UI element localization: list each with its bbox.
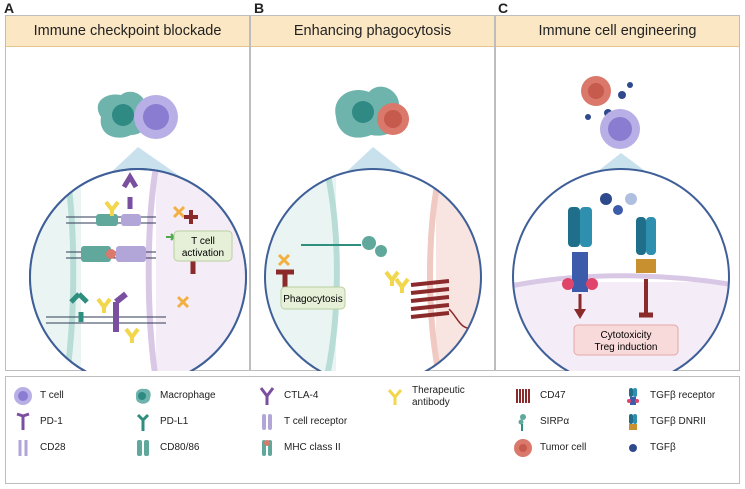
legend-item-cd28: CD28 bbox=[12, 437, 66, 459]
tgfb-icon bbox=[622, 437, 644, 459]
legend-item-ctla4: CTLA-4 bbox=[256, 385, 318, 407]
legend-item-tumor-cell: Tumor cell bbox=[512, 437, 586, 459]
antibody-icon bbox=[384, 386, 406, 408]
tgfb-receptor-icon bbox=[562, 207, 598, 319]
tgfb-dnrii-icon bbox=[636, 217, 656, 318]
panel-title: Immune cell engineering bbox=[496, 16, 739, 47]
legend-item-pd1: PD-1 bbox=[12, 411, 63, 433]
legend-item-sirpa: SIRPα bbox=[512, 411, 569, 433]
legend-item-cd47: CD47 bbox=[512, 385, 566, 407]
tgfb-receptor-icon bbox=[622, 385, 644, 407]
treg-induction-label: Treg induction bbox=[595, 342, 658, 353]
legend-item-tgfb: TGFβ bbox=[622, 437, 676, 459]
panel-checkpoint-blockade: Immune checkpoint blockade bbox=[5, 15, 250, 371]
ctla4-icon bbox=[256, 385, 278, 407]
panel-letter-a: A bbox=[4, 0, 15, 16]
cd28-icon bbox=[12, 437, 34, 459]
checkpoint-diagram: T cell activation bbox=[29, 91, 247, 371]
legend-item-mhc2: MHC class II bbox=[256, 437, 341, 459]
legend-item-tgfb-dnrii: TGFβ DNRII bbox=[622, 411, 706, 433]
legend-item-pdl1: PD-L1 bbox=[132, 411, 188, 433]
panel-title: Immune checkpoint blockade bbox=[6, 16, 249, 47]
legend-item-tcr: T cell receptor bbox=[256, 411, 347, 433]
mhc2-icon bbox=[256, 437, 278, 459]
cd80-86-icon bbox=[132, 437, 154, 459]
cytotoxicity-label: Cytotoxicity bbox=[600, 330, 651, 341]
tumor-cell-icon bbox=[512, 437, 534, 459]
engineering-diagram: Cytotoxicity Treg induction bbox=[512, 76, 730, 371]
pd1-pdl1-row bbox=[46, 291, 166, 332]
cd47-icon bbox=[410, 279, 450, 319]
legend-item-cd80-86: CD80/86 bbox=[132, 437, 199, 459]
tcr-icon bbox=[256, 411, 278, 433]
t-cell-activation-label-2: activation bbox=[182, 248, 224, 259]
ctla4-cd80-row bbox=[66, 214, 156, 226]
phagocytosis-diagram: Phagocytosis bbox=[264, 86, 482, 371]
panel-enhancing-phagocytosis: Enhancing phagocytosis bbox=[250, 15, 495, 371]
panel-letter-b: B bbox=[254, 0, 265, 16]
t-cell-icon bbox=[12, 385, 34, 407]
sirpa-icon bbox=[512, 411, 534, 433]
panel-title: Enhancing phagocytosis bbox=[251, 16, 494, 47]
phagocytosis-label: Phagocytosis bbox=[283, 294, 342, 305]
panel-immune-cell-engineering: Immune cell engineering bbox=[495, 15, 740, 371]
legend-item-tgfb-receptor: TGFβ receptor bbox=[622, 385, 715, 407]
legend: T cell PD-1 CD28 Macrophage PD-L1 CD80/8… bbox=[5, 376, 740, 484]
pdl1-icon bbox=[132, 411, 154, 433]
tgfb-dnrii-icon bbox=[622, 411, 644, 433]
pd1-icon bbox=[12, 411, 34, 433]
panel-letter-c: C bbox=[498, 0, 509, 16]
legend-item-t-cell: T cell bbox=[12, 385, 64, 407]
legend-item-macrophage: Macrophage bbox=[132, 385, 216, 407]
tcr-mhc-row bbox=[66, 246, 156, 262]
cd47-icon bbox=[512, 385, 534, 407]
t-cell-activation-label-1: T cell bbox=[191, 236, 215, 247]
macrophage-icon bbox=[132, 385, 154, 407]
